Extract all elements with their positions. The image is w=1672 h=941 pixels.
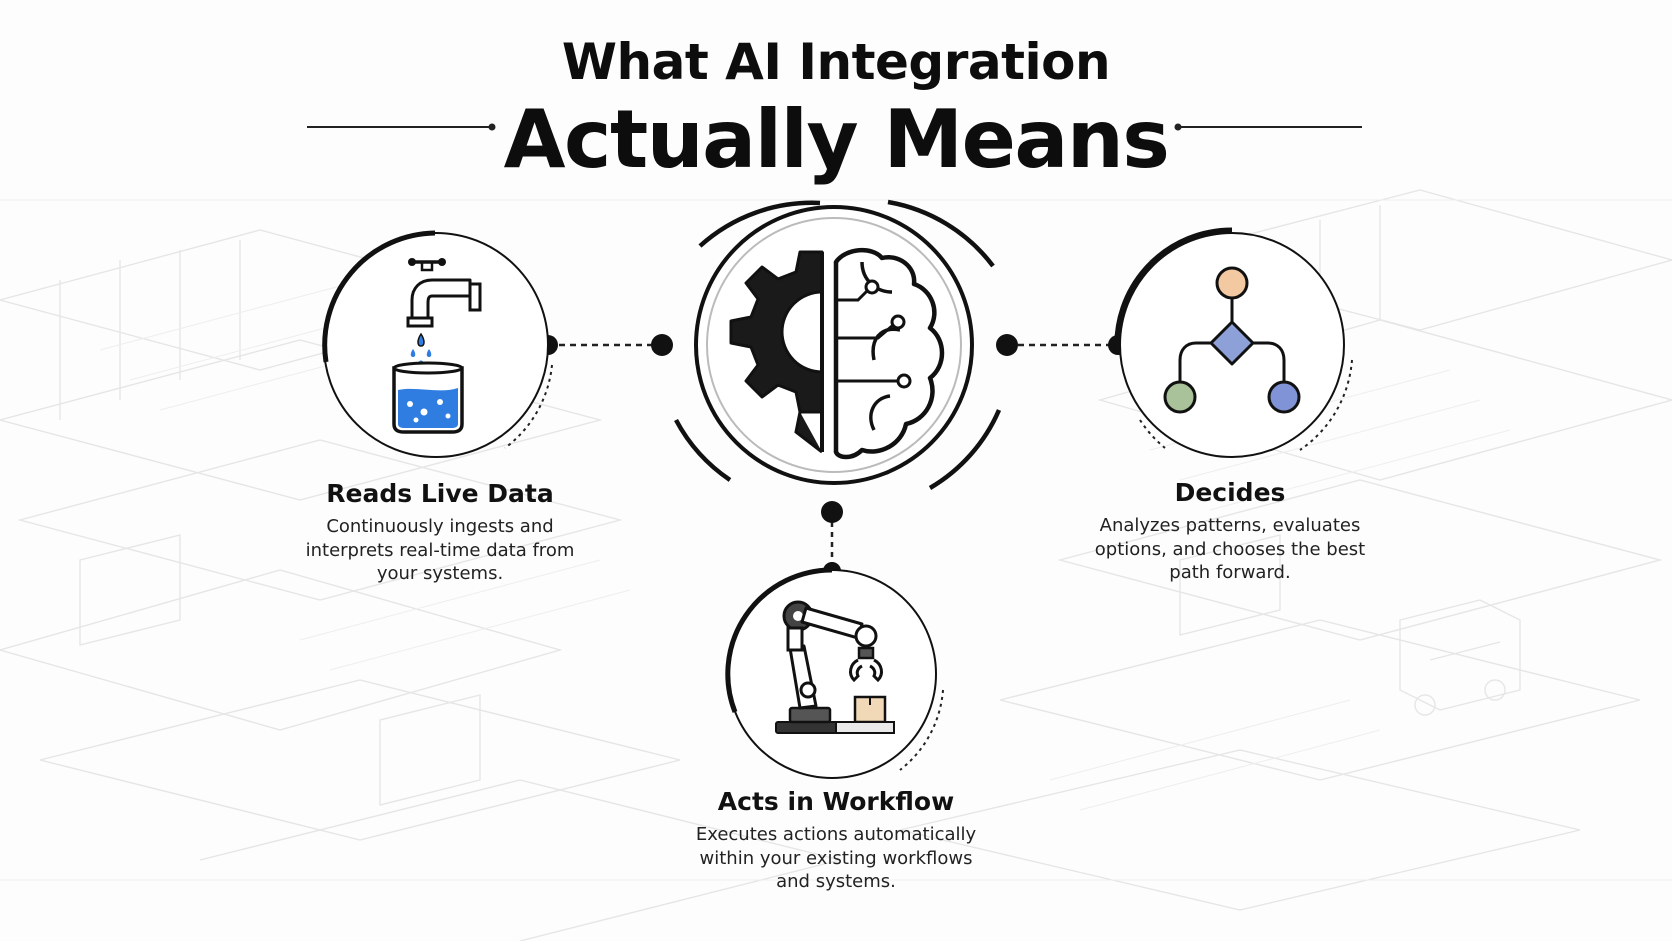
center-node bbox=[674, 199, 1002, 490]
decides-description: Analyzes patterns, evaluates options, an… bbox=[1094, 515, 1366, 583]
acts-in-workflow-node bbox=[725, 567, 944, 779]
title-line-1: What AI Integration bbox=[561, 33, 1111, 91]
reads-live-data-title: Reads Live Data bbox=[326, 479, 554, 508]
connector-right bbox=[996, 334, 1128, 356]
acts-in-workflow-description: Executes actions automatically within yo… bbox=[695, 824, 977, 892]
robot-arm-icon bbox=[775, 600, 895, 734]
connector-left bbox=[538, 334, 673, 356]
acts-in-workflow-title: Acts in Workflow bbox=[717, 787, 955, 816]
reads-live-data-description: Continuously ingests and interprets real… bbox=[305, 516, 575, 584]
faucet-beaker-icon bbox=[392, 258, 482, 434]
title-line-2: Actually Means bbox=[503, 93, 1170, 186]
decides-title: Decides bbox=[1174, 478, 1286, 507]
decision-tree-icon bbox=[1163, 266, 1301, 414]
acts-in-workflow-label: Acts in Workflow Executes actions automa… bbox=[680, 787, 992, 894]
title-divider-lines bbox=[307, 123, 1362, 131]
reads-live-data-label: Reads Live Data Continuously ingests and… bbox=[300, 479, 580, 586]
decides-label: Decides Analyzes patterns, evaluates opt… bbox=[1090, 478, 1370, 585]
decides-node bbox=[1114, 227, 1353, 458]
reads-live-data-node bbox=[322, 230, 553, 458]
gear-brain-icon bbox=[729, 248, 945, 460]
